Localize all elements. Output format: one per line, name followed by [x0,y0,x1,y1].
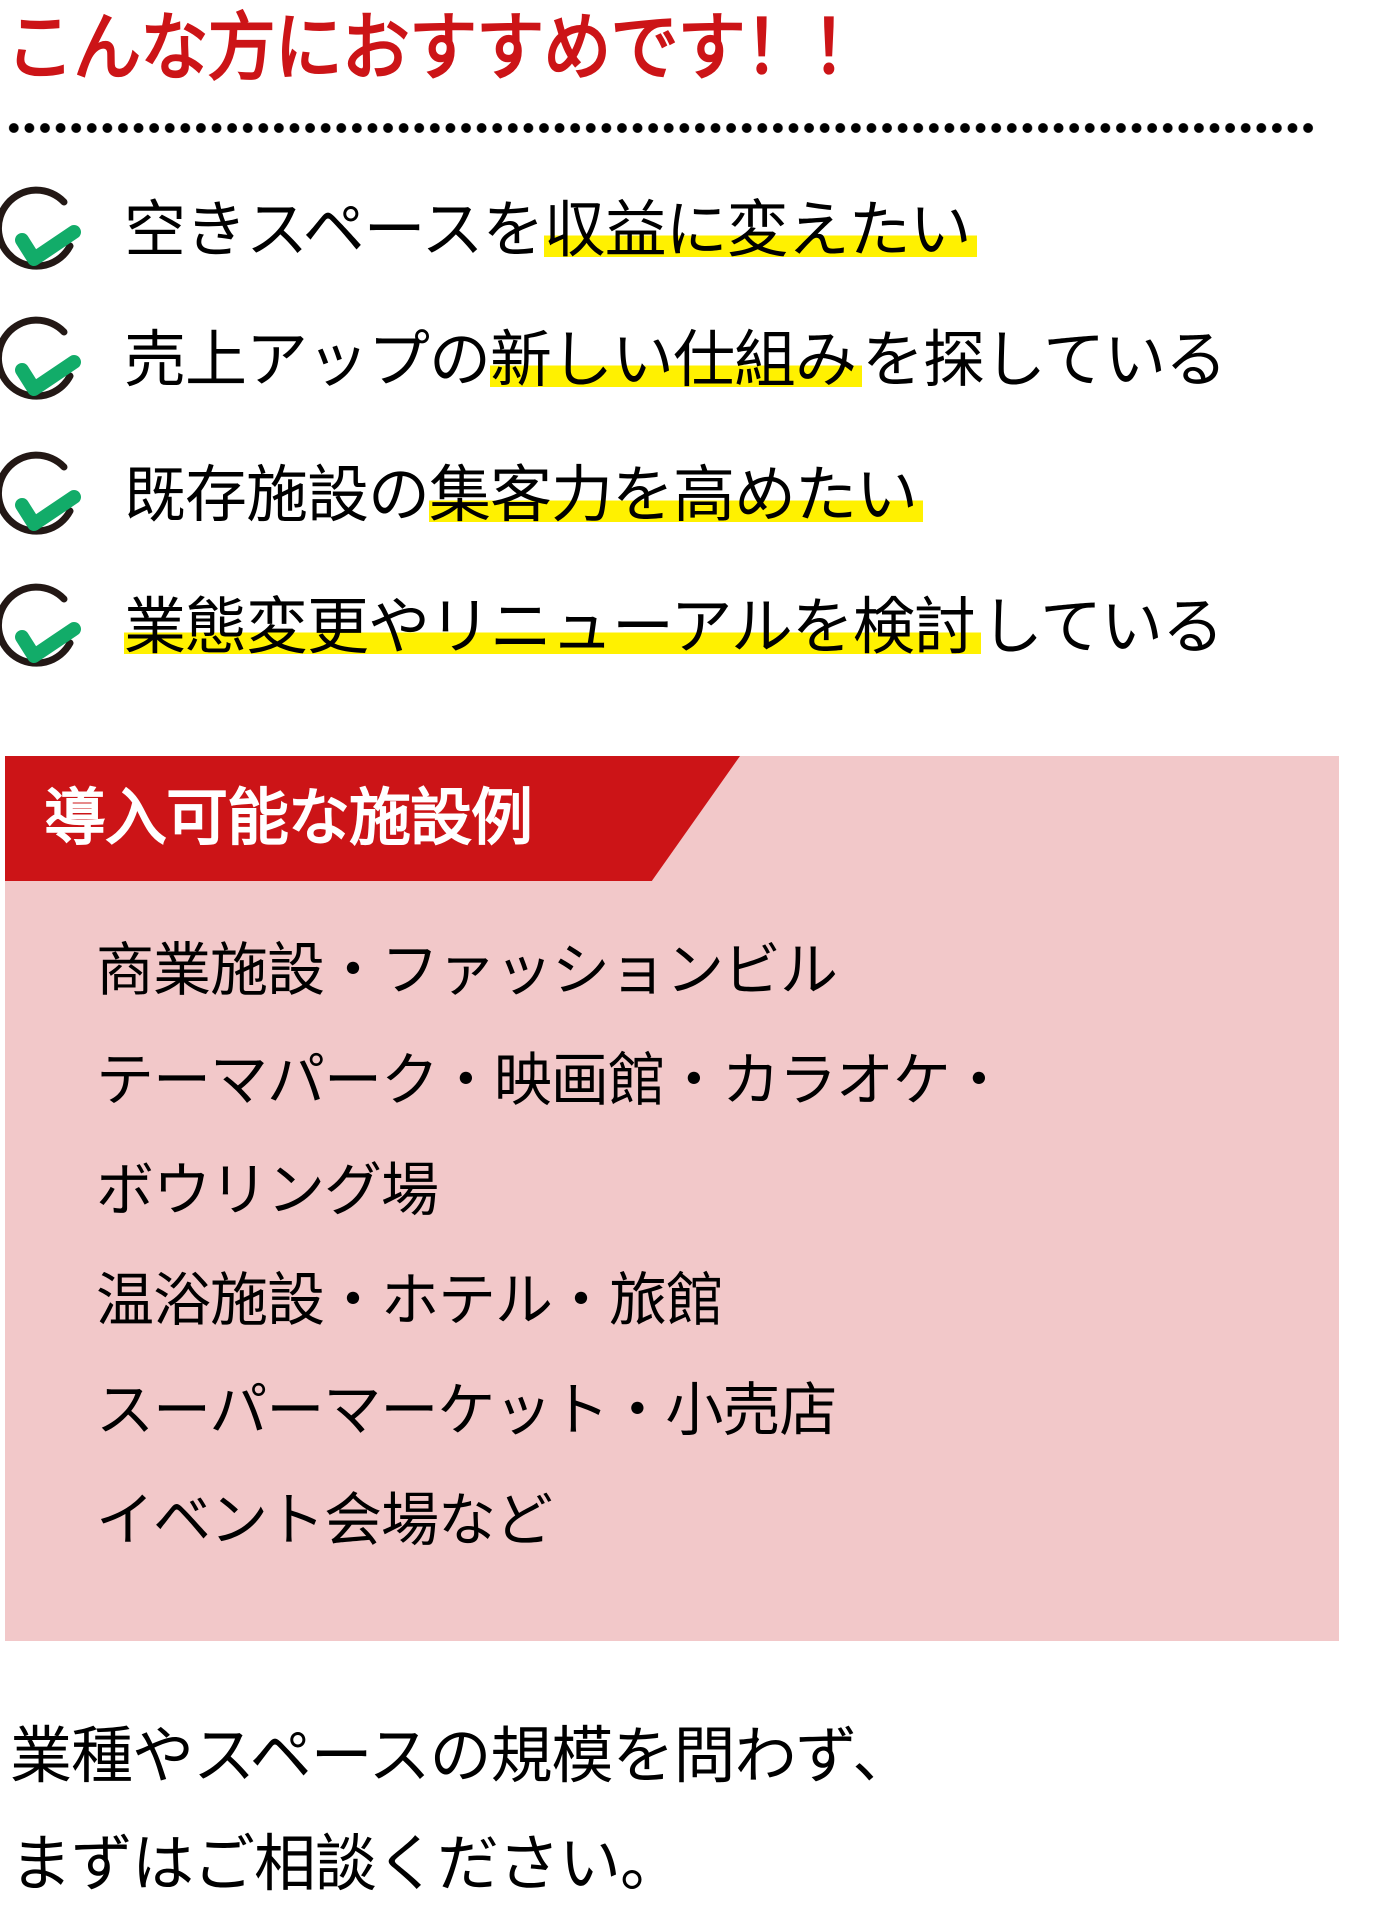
footer-line: 業種やスペースの規模を問わず、 [10,1719,914,1792]
text-highlight: 集客力を高めたい [429,458,924,531]
facilities-box [5,756,1339,1641]
facilities-label: 導入可能な施設例 [44,781,533,854]
page-title: こんな方におすすめです！！ [6,5,880,91]
text-plain: 既存施設の [124,458,430,531]
facilities-list: 商業施設・ファッションビル テーマパーク・映画館・カラオケ・ ボウリング場 温浴… [96,915,1008,1575]
text-plain: 売上アップの [124,323,491,396]
checklist-item: 売上アップの新しい仕組みを探している [0,305,1227,415]
text-plain: を探している [862,323,1227,396]
checklist-item: 業態変更やリニューアルを検討している [0,572,1224,682]
facility-line: ボウリング場 [96,1156,439,1224]
footer-message: 業種やスペースの規模を問わず、 まずはご相談ください。 [10,1702,914,1918]
check-circle-icon [0,186,81,270]
facility-line: 商業施設・ファッションビル [96,936,838,1004]
check-circle-icon [0,583,81,667]
checklist-item: 既存施設の集客力を高めたい [0,440,924,550]
text-highlight: 業態変更やリニューアルを検討 [124,590,981,663]
text-highlight: 新しい仕組み [490,323,863,396]
checklist-text: 業態変更やリニューアルを検討している [124,587,1224,667]
facility-line: イベント会場など [96,1486,553,1554]
facility-line: スーパーマーケット・小売店 [96,1376,837,1444]
facility-line: テーマパーク・映画館・カラオケ・ [96,1046,1008,1114]
checklist-text: 空きスペースを収益に変えたい [124,190,977,270]
facilities-label-tab [5,756,740,881]
checklist-text: 売上アップの新しい仕組みを探している [124,320,1227,400]
facility-line: 温浴施設・ホテル・旅館 [96,1266,724,1334]
checklist-item: 空きスペースを収益に変えたい [0,175,977,285]
check-circle-icon [0,316,81,400]
text-highlight: 収益に変えたい [543,193,977,266]
footer-line: まずはご相談ください。 [10,1827,682,1900]
text-plain: している [980,590,1224,663]
check-circle-icon [0,451,81,535]
text-plain: 空きスペースを [124,193,545,266]
dotted-divider [6,122,1314,134]
checklist-text: 既存施設の集客力を高めたい [124,455,924,535]
